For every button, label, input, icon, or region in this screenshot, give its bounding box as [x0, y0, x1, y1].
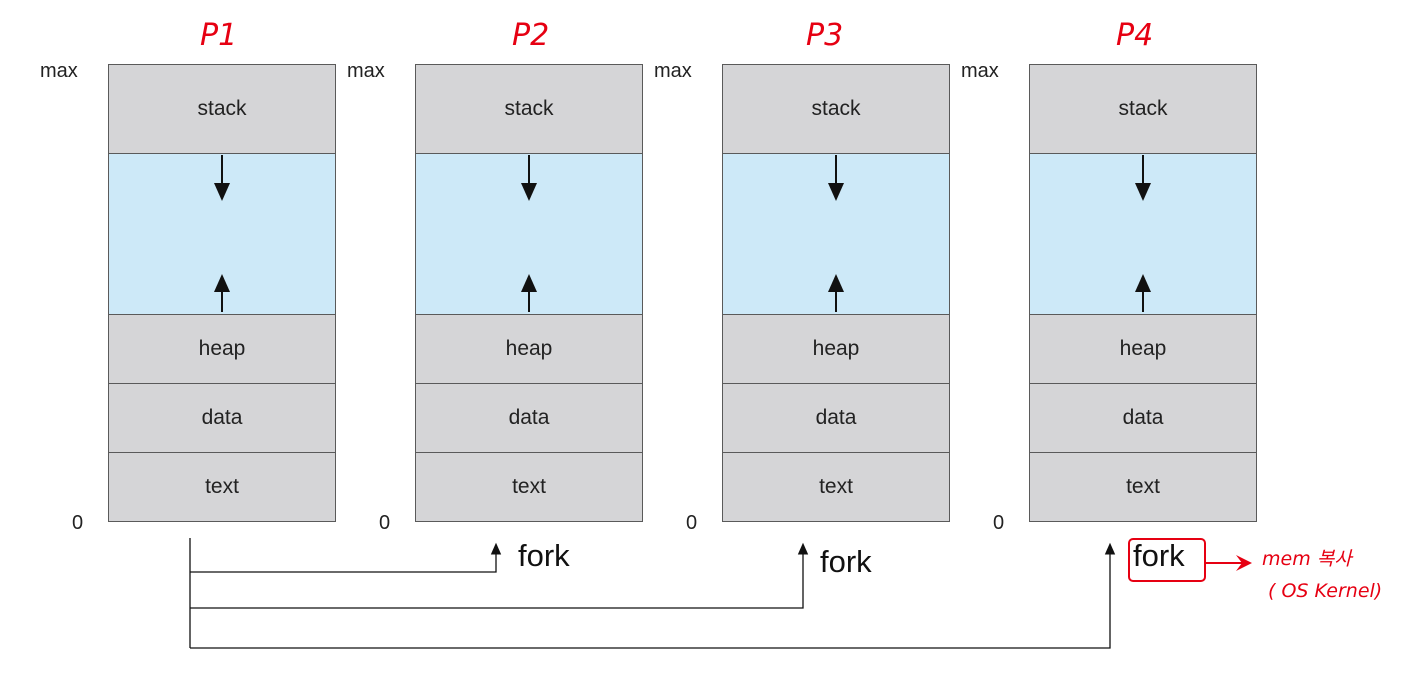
- stack-segment: stack: [416, 65, 642, 154]
- heap-segment: heap: [1030, 315, 1256, 384]
- stack-label: stack: [197, 97, 247, 120]
- data-segment: data: [1030, 384, 1256, 453]
- heap-label: heap: [505, 337, 553, 360]
- data-segment: data: [416, 384, 642, 453]
- heap-label: heap: [198, 337, 246, 360]
- text-label: text: [819, 475, 853, 498]
- text-label: text: [512, 475, 546, 498]
- zero-label-p1: 0: [72, 512, 84, 534]
- fork-label-p4: fork: [1133, 538, 1185, 573]
- text-label: text: [1126, 475, 1160, 498]
- annotation-line-1: mem 복사: [1262, 548, 1352, 570]
- data-label: data: [815, 406, 857, 429]
- fork-label-p2: fork: [518, 538, 570, 573]
- max-label-p2: max: [347, 60, 385, 82]
- max-label-p4: max: [961, 60, 999, 82]
- data-segment: data: [723, 384, 949, 453]
- stack-segment: stack: [1030, 65, 1256, 154]
- fork-label-p3: fork: [820, 544, 872, 579]
- data-label: data: [1122, 406, 1164, 429]
- stack-segment: stack: [109, 65, 335, 154]
- fork-line-to-p4: [190, 542, 1116, 649]
- fork-line-to-p3: [190, 542, 809, 609]
- heap-segment: heap: [416, 315, 642, 384]
- heap-label: heap: [812, 337, 860, 360]
- stack-label: stack: [1118, 97, 1168, 120]
- process-label-p3: P3: [806, 18, 844, 53]
- fork-line-to-p2: [190, 542, 502, 573]
- data-label: data: [508, 406, 550, 429]
- stack-label: stack: [811, 97, 861, 120]
- zero-label-p3: 0: [686, 512, 698, 534]
- zero-label-p2: 0: [379, 512, 391, 534]
- stack-segment: stack: [723, 65, 949, 154]
- stack-label: stack: [504, 97, 554, 120]
- text-segment: text: [1030, 453, 1256, 521]
- heap-segment: heap: [109, 315, 335, 384]
- max-label-p3: max: [654, 60, 692, 82]
- process-label-p1: P1: [200, 18, 238, 53]
- data-label: data: [201, 406, 243, 429]
- memory-layout-p4: stack heap data text: [1029, 64, 1257, 522]
- zero-label-p4: 0: [993, 512, 1005, 534]
- heap-segment: heap: [723, 315, 949, 384]
- text-segment: text: [723, 453, 949, 521]
- fork-highlight-box: [1128, 538, 1206, 582]
- process-label-p4: P4: [1116, 18, 1154, 53]
- data-segment: data: [109, 384, 335, 453]
- process-label-p2: P2: [512, 18, 550, 53]
- text-label: text: [205, 475, 239, 498]
- heap-label: heap: [1119, 337, 1167, 360]
- text-segment: text: [109, 453, 335, 521]
- text-segment: text: [416, 453, 642, 521]
- max-label-p1: max: [40, 60, 78, 82]
- annotation-line-2: ( OS Kernel): [1268, 580, 1383, 602]
